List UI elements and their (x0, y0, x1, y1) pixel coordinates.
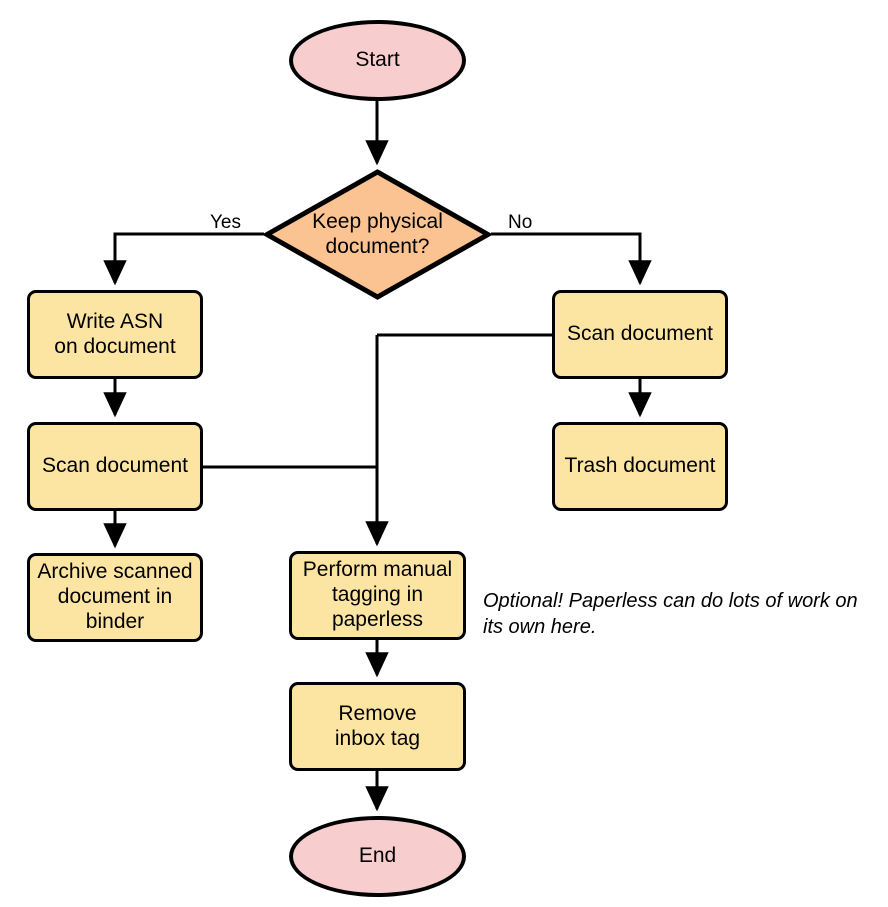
annotation-optional-note: Optional! Paperless can do lots of work … (483, 588, 883, 640)
node-scan-document-right[interactable]: Scan document (552, 290, 728, 379)
node-remove-inbox-tag[interactable]: Remove inbox tag (289, 682, 466, 771)
edge-decision-no-to-scan-right (491, 232, 652, 286)
edge-label-yes: Yes (210, 212, 241, 234)
node-scan-document-left[interactable]: Scan document (27, 422, 203, 511)
edge-label-no-text: No (508, 212, 533, 233)
node-write-asn-label: Write ASN on document (54, 309, 176, 358)
node-archive-binder-label: Archive scanned document in binder (37, 560, 193, 633)
node-trash-document-label: Trash document (564, 454, 716, 478)
node-scan-document-left-label: Scan document (42, 454, 188, 478)
node-remove-inbox-tag-label: Remove inbox tag (334, 701, 421, 750)
node-start-label: Start (355, 48, 400, 72)
node-scan-document-right-label: Scan document (567, 322, 713, 346)
node-manual-tagging-label: Perform manual tagging in paperless (302, 558, 453, 631)
node-start[interactable]: Start (289, 20, 466, 101)
node-decision-keep-physical-document[interactable]: Keep physical document? (264, 169, 491, 300)
annotation-optional-note-text: Optional! Paperless can do lots of work … (483, 590, 858, 638)
node-perform-manual-tagging[interactable]: Perform manual tagging in paperless (289, 551, 466, 640)
node-archive-scanned-document-in-binder[interactable]: Archive scanned document in binder (27, 553, 203, 642)
diamond-shape (264, 169, 491, 300)
edge-decision-yes-to-write-asn (103, 232, 264, 286)
edge-label-yes-text: Yes (210, 212, 241, 233)
node-end[interactable]: End (289, 816, 466, 897)
edge-label-no: No (508, 212, 532, 234)
node-trash-document[interactable]: Trash document (552, 422, 728, 511)
node-write-asn[interactable]: Write ASN on document (27, 290, 203, 379)
node-end-label: End (358, 844, 397, 868)
node-decision-label: Keep physical document? (312, 209, 443, 258)
